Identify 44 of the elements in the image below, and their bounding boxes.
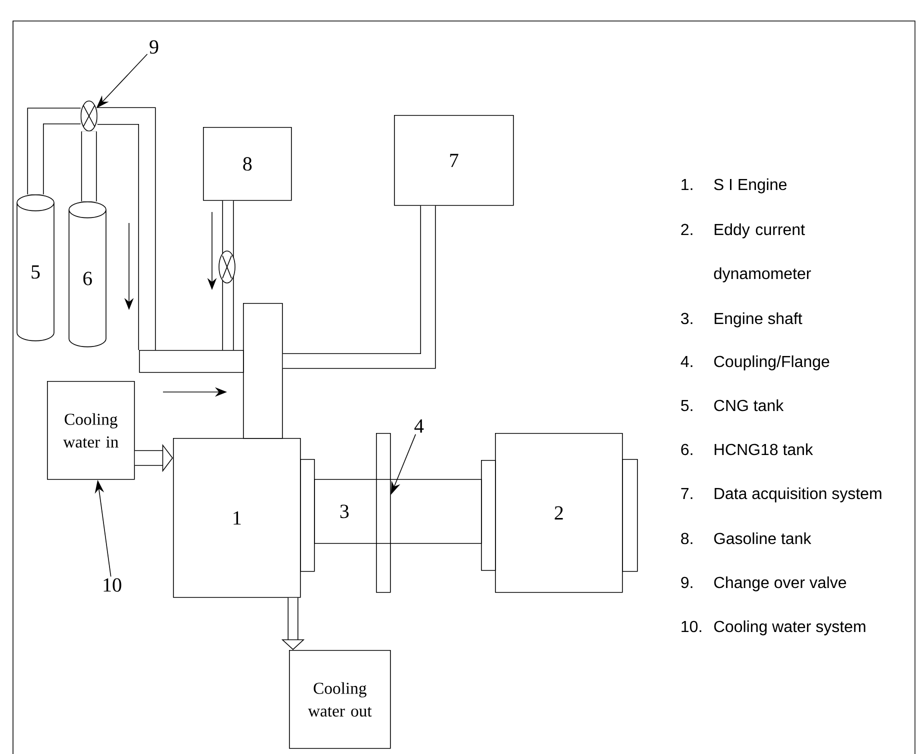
list-number: 1. [682,179,692,190]
flange [376,433,391,593]
list-number: 5. [681,400,692,412]
tank-box: 8 [203,127,292,201]
valve-symbol [80,100,98,132]
list-number: 4. [680,356,692,367]
engine-box: 1 [173,438,301,598]
end-plate [481,460,496,571]
intake-pipe [139,350,244,373]
list-text: Change over valve [714,576,846,592]
list-text: S I Engine [714,178,786,194]
gas-cylinder: 5 [16,194,54,342]
callout-number: 9 [150,40,158,54]
process-box: Cooling water out [289,650,391,749]
list-number: 2. [681,224,692,235]
list-text: Cooling water system [714,620,866,636]
list-number: 7. [681,488,692,499]
list-text: Eddy current dynamometer [714,223,811,282]
process-box: Cooling water in [47,381,135,480]
intake-manifold [243,303,283,439]
gas-cylinder: 6 [68,201,106,348]
pipe-line [97,107,156,350]
dynamometer-box: 2 [495,433,623,593]
end-plate [622,459,638,572]
shaft: 3 [314,479,482,544]
pipe-line [282,206,436,369]
list-text: Coupling/Flange [714,355,830,370]
list-text: HCNG18 tank [714,443,813,456]
list-text: CNG tank [714,399,784,412]
list-text: Engine shaft [714,312,802,328]
pipe-line [81,131,97,202]
acquisition-box: 7 [394,115,514,206]
callout-number: 10 [104,578,122,592]
list-number: 8. [681,532,692,544]
list-text: Gasoline tank [714,532,812,544]
list-number: 6. [681,444,692,456]
list-number: 10. [682,620,702,632]
pipe-line [222,200,234,350]
pipe-line [27,108,81,194]
list-text: Data acquisition system [714,487,882,502]
list-number: 9. [681,576,692,588]
list-number: 3. [681,312,692,324]
end-plate [300,459,315,572]
callout-number: 4 [414,419,424,433]
